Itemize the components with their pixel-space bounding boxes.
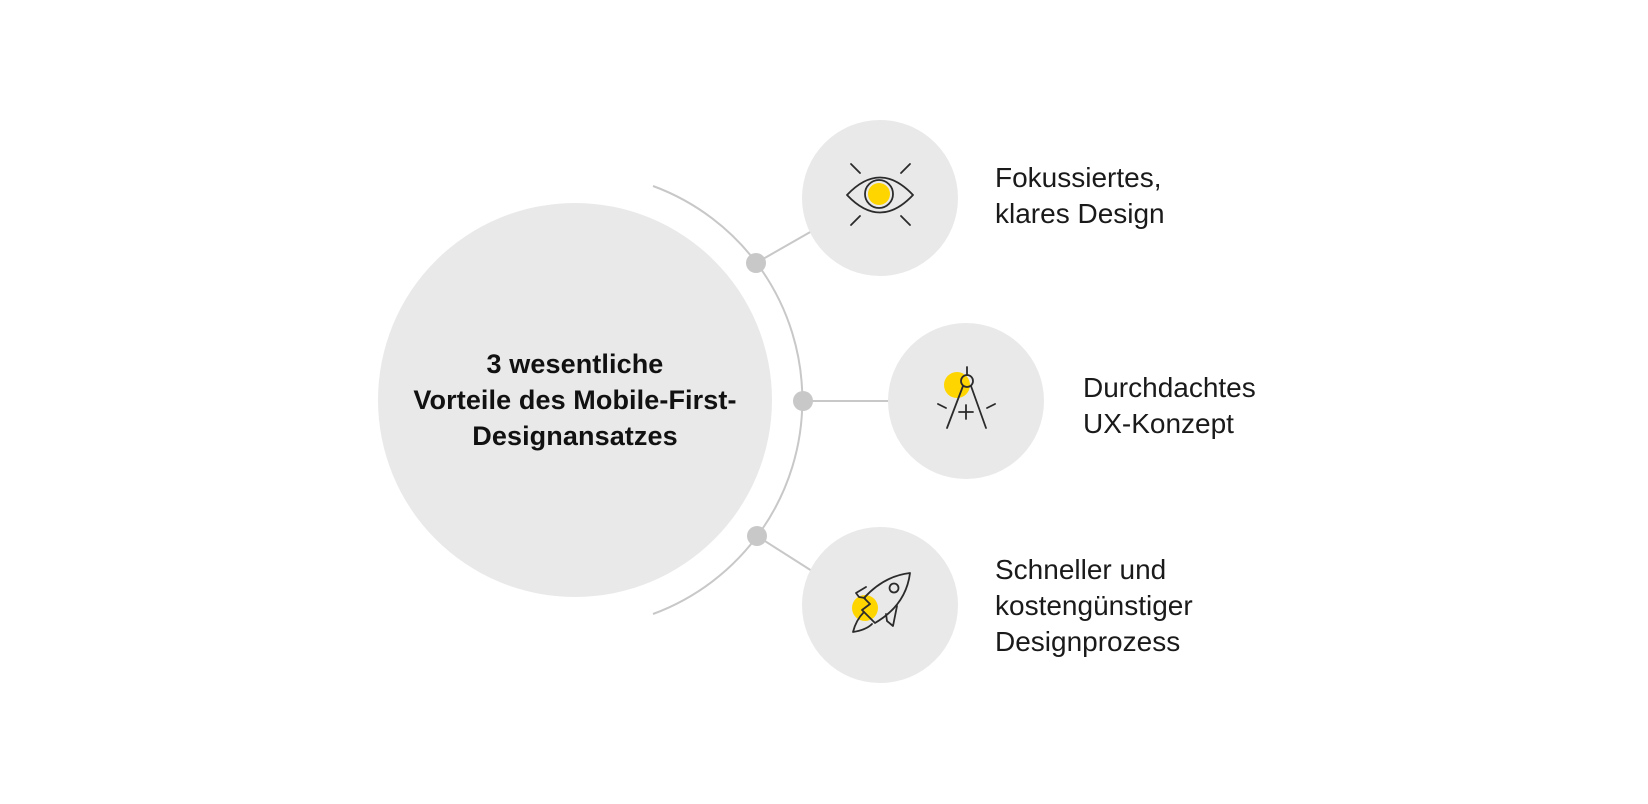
- benefit-label-1-line-1: Fokussiertes,: [995, 162, 1162, 193]
- connector-line-3: [756, 535, 813, 572]
- benefit-label-faster-process: Schneller und kostengünstiger Designproz…: [995, 552, 1193, 660]
- benefit-circle-2: [888, 323, 1044, 479]
- benefit-label-1-line-2: klares Design: [995, 198, 1165, 229]
- eye-icon: [846, 163, 914, 226]
- center-title-line-2: Vorteile des Mobile-First-: [413, 385, 737, 415]
- benefit-label-3-line-1: Schneller und: [995, 554, 1167, 585]
- benefit-label-focused-design: Fokussiertes, klares Design: [995, 160, 1165, 232]
- connector-dot-3: [747, 526, 767, 546]
- connector-line-1: [755, 230, 813, 264]
- center-title: 3 wesentliche Vorteile des Mobile-First-…: [378, 203, 772, 597]
- rocket-icon: [852, 572, 911, 633]
- connector-dot-2: [793, 391, 813, 411]
- connector-dot-1: [746, 253, 766, 273]
- main-circle: [378, 203, 772, 597]
- benefit-circle-3: [802, 527, 958, 683]
- center-title-line-1: 3 wesentliche: [486, 349, 664, 379]
- benefit-label-3-line-2: kostengünstiger: [995, 590, 1193, 621]
- benefit-label-2-line-2: UX-Konzept: [1083, 408, 1234, 439]
- benefit-label-2-line-1: Durchdachtes: [1083, 372, 1256, 403]
- compass-icon: [937, 366, 996, 429]
- benefit-label-ux-concept: Durchdachtes UX-Konzept: [1083, 370, 1256, 442]
- center-title-line-3: Designansatzes: [472, 421, 678, 451]
- benefit-label-3-line-3: Designprozess: [995, 626, 1181, 657]
